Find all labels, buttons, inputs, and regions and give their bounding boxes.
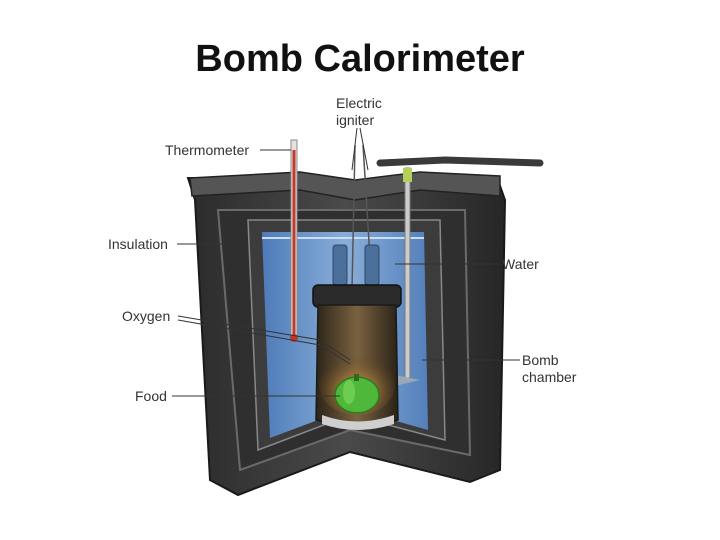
page-title: Bomb Calorimeter <box>195 38 525 80</box>
label-thermometer: Thermometer <box>165 142 250 158</box>
food-pepper <box>334 374 380 414</box>
lid-rim <box>189 171 501 201</box>
label-food: Food <box>135 388 167 404</box>
label-water: Water <box>502 256 539 272</box>
stirrer-cable <box>376 156 544 167</box>
stirrer-rod <box>404 167 411 379</box>
label-electric-igniter: Electric igniter <box>336 95 382 128</box>
label-bomb-chamber: Bomb chamber <box>522 352 577 385</box>
bomb-lid <box>312 284 402 308</box>
label-oxygen: Oxygen <box>122 308 171 324</box>
label-insulation: Insulation <box>108 236 168 252</box>
